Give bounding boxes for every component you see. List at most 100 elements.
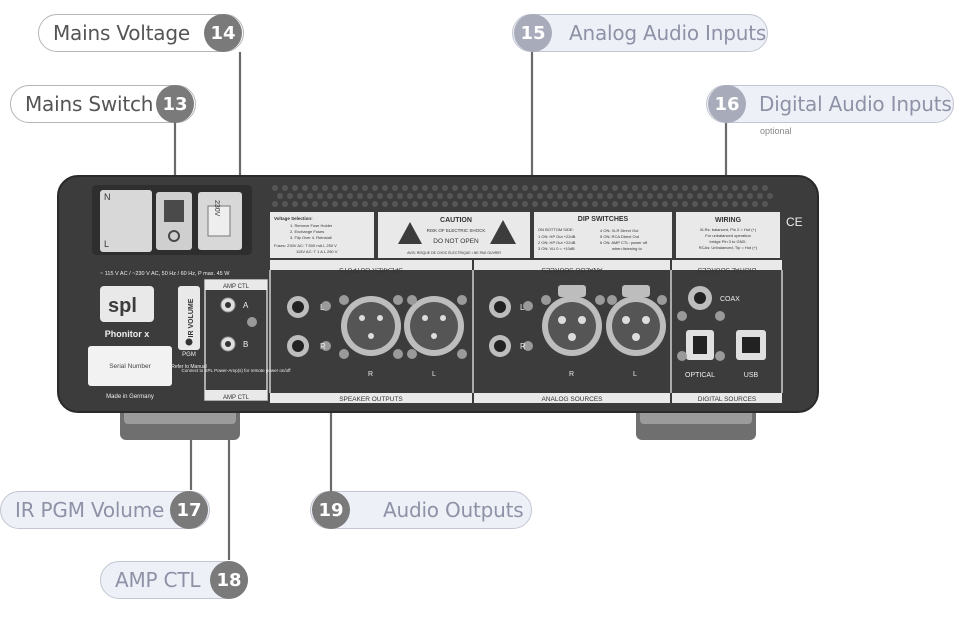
vent-hole <box>457 193 463 199</box>
vent-hole <box>572 185 578 191</box>
vent-hole <box>312 201 318 207</box>
serial-number-text: Serial Number <box>109 363 151 370</box>
vent-hole <box>362 201 368 207</box>
vent-hole <box>502 201 508 207</box>
wiring-line-4: RCAs: Unbalanced, Tip = Hot (+) <box>699 245 758 250</box>
callout-number-19: 19 <box>312 491 350 529</box>
coax-label: COAX <box>720 296 740 303</box>
vent-hole <box>482 201 488 207</box>
voltage-title: Voltage Selection: <box>274 216 313 221</box>
vent-hole <box>532 201 538 207</box>
vent-hole <box>552 201 558 207</box>
vent-hole <box>512 185 518 191</box>
screw <box>523 301 533 311</box>
vent-hole <box>397 193 403 199</box>
vent-hole <box>742 185 748 191</box>
vent-hole <box>622 201 628 207</box>
vent-hole <box>737 193 743 199</box>
vent-hole <box>532 185 538 191</box>
vent-hole <box>642 201 648 207</box>
vent-hole <box>382 201 388 207</box>
spk-xlr-r-label: R <box>368 371 373 378</box>
ce-mark: CE <box>786 215 803 229</box>
vent-hole <box>657 193 663 199</box>
callout-analog-inputs: Analog Audio Inputs <box>512 14 768 52</box>
vent-hole <box>592 185 598 191</box>
vent-hole <box>762 185 768 191</box>
screw <box>523 341 533 351</box>
vent-hole <box>367 193 373 199</box>
screw <box>321 301 331 311</box>
digital-sources[interactable] <box>686 286 766 360</box>
callout-number-18: 18 <box>210 561 248 599</box>
vent-hole <box>672 201 678 207</box>
vent-hole <box>292 185 298 191</box>
spl-logo: spl <box>108 295 137 317</box>
spk-xlr-l-label: L <box>432 371 436 378</box>
vent-hole <box>322 185 328 191</box>
speaker-outputs[interactable] <box>287 296 464 357</box>
dip-left-3: 3 ON: VU 0 = +10dB <box>538 246 575 251</box>
vent-hole <box>412 185 418 191</box>
vent-hole <box>692 201 698 207</box>
callout-digital-inputs: Digital Audio Inputs <box>706 85 954 123</box>
screw <box>393 349 403 359</box>
dip-right-1: 4 ON: XLR Direct Out <box>600 228 639 233</box>
vent-hole <box>697 193 703 199</box>
vent-hole <box>742 201 748 207</box>
iec-inlet <box>100 190 152 252</box>
l-label: L <box>104 239 109 249</box>
vent-hole <box>417 193 423 199</box>
voltage-step-1: 1. Remove Fuse Holder <box>290 223 333 228</box>
vent-hole <box>582 201 588 207</box>
vent-hole <box>622 185 628 191</box>
callout-text: Digital Audio Inputs <box>759 92 952 116</box>
vent-hole <box>547 193 553 199</box>
vent-hole <box>317 193 323 199</box>
vent-hole <box>512 201 518 207</box>
callout-text: Mains Voltage <box>53 21 190 45</box>
digital-top-label: DIGITAL SOURCES <box>697 266 756 273</box>
vent-hole <box>722 201 728 207</box>
screw <box>339 349 349 359</box>
vent-hole <box>362 185 368 191</box>
dip-right-3: 6 ON: AMP CTL: power off <box>600 240 648 245</box>
wiring-line-3: bridge Pin 3 to GND. <box>710 239 747 244</box>
spl-logo-plate <box>100 286 154 322</box>
model-name: Phonitor x <box>105 329 150 339</box>
vent-hole <box>672 185 678 191</box>
vent-hole <box>652 185 658 191</box>
vent-hole <box>427 193 433 199</box>
vent-hole <box>637 193 643 199</box>
vent-hole <box>647 193 653 199</box>
dip-switches-label <box>534 212 672 258</box>
vent-hole <box>667 193 673 199</box>
screw <box>393 295 403 305</box>
power-spec-text: ~ 115 V AC / ~230 V AC, 50 Hz / 60 Hz, P… <box>100 271 230 277</box>
callout-text: IR PGM Volume <box>15 498 165 522</box>
callout-text: Analog Audio Inputs <box>569 21 767 45</box>
vent-hole <box>542 185 548 191</box>
screws <box>247 295 725 361</box>
vent-hole <box>372 201 378 207</box>
vent-hole <box>307 193 313 199</box>
vent-hole <box>372 185 378 191</box>
wiring-title: WIRING <box>715 217 742 224</box>
vent-hole <box>432 201 438 207</box>
spk-l-label: L <box>320 303 325 312</box>
vent-hole <box>592 201 598 207</box>
vent-hole <box>757 193 763 199</box>
vent-hole <box>682 185 688 191</box>
screw <box>677 351 687 361</box>
screw <box>247 317 257 327</box>
amp-b-label: B <box>243 340 248 349</box>
vent-hole <box>472 201 478 207</box>
fuses-115: 115V AC: T 1 A L 250 V <box>296 249 338 254</box>
analog-sources[interactable] <box>489 285 666 357</box>
vent-hole <box>387 193 393 199</box>
callout-number-13: 13 <box>156 85 194 123</box>
vent-hole <box>627 193 633 199</box>
fuse-label: 230V <box>213 200 220 217</box>
dip-left-2: 2 ON: HP Out +22dB <box>538 240 576 245</box>
vent-hole <box>452 201 458 207</box>
